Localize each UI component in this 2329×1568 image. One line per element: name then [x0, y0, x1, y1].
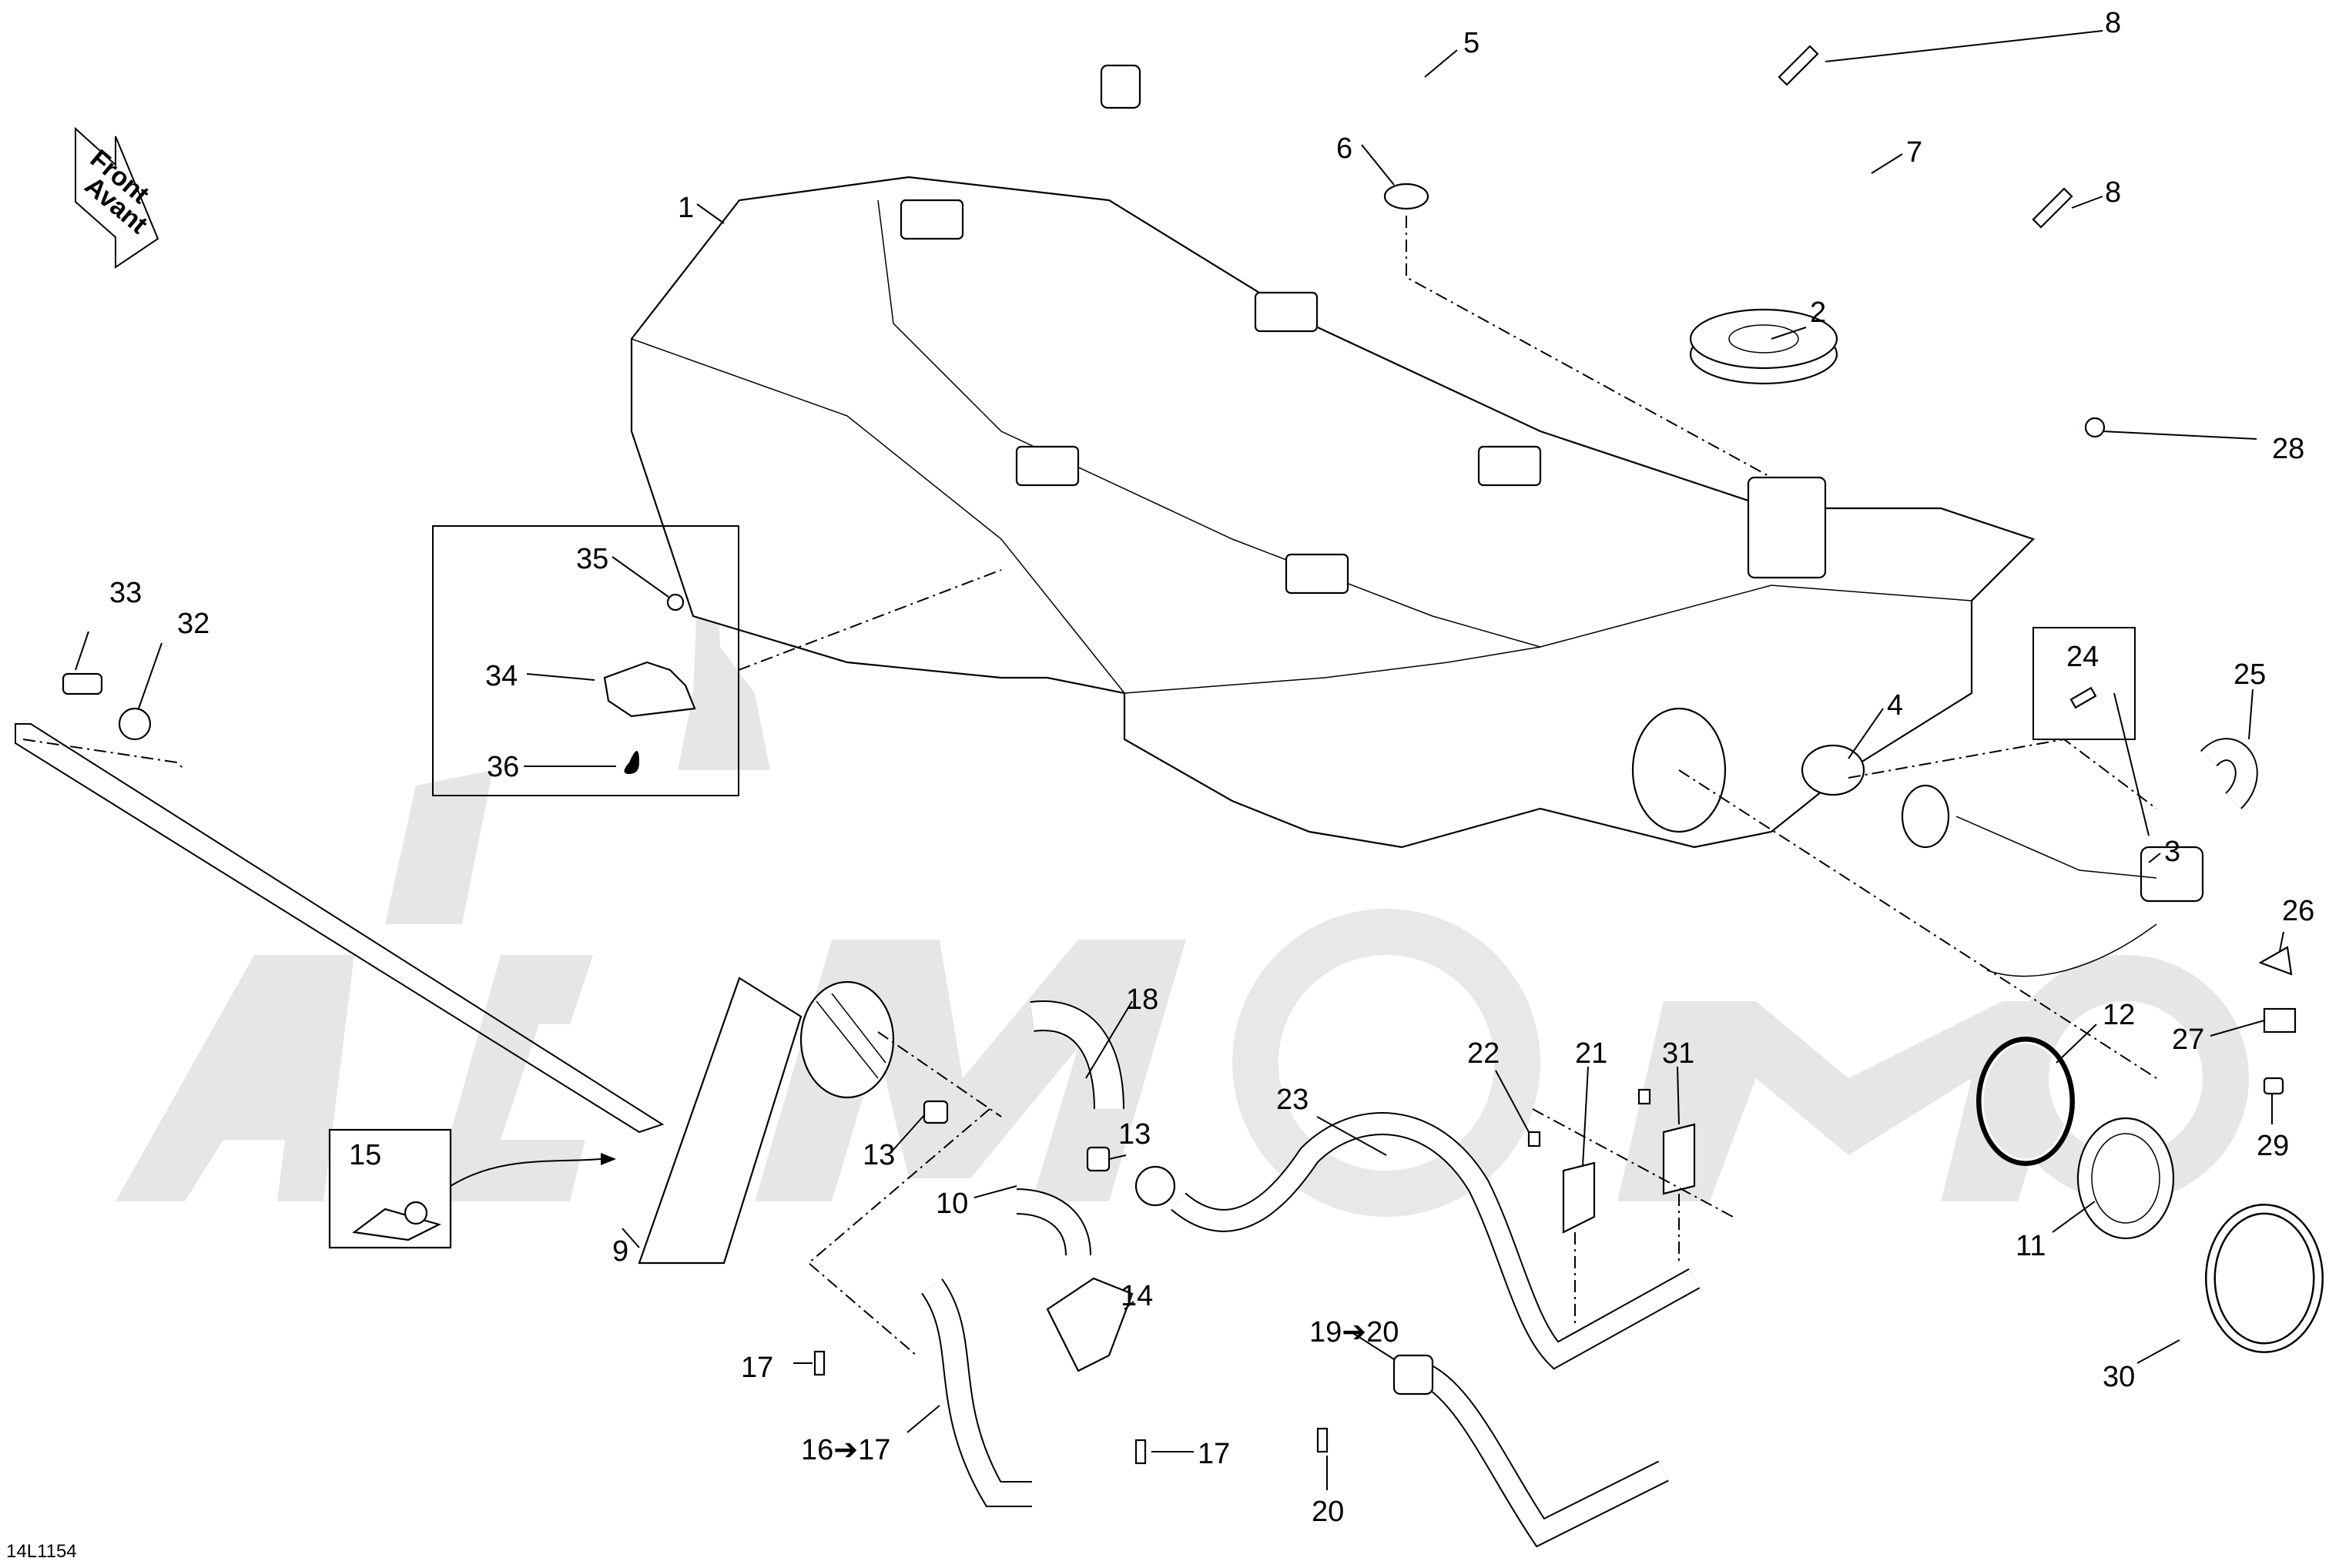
callout-27: 27 — [2172, 1024, 2204, 1056]
callout-30: 30 — [2103, 1361, 2135, 1393]
callout-13-right: 13 — [1118, 1118, 1151, 1151]
callout-2: 2 — [1810, 297, 1826, 329]
callout-14: 14 — [1121, 1280, 1153, 1312]
diagram-reference-code: 14L1154 — [6, 1541, 77, 1562]
callout-16-17: 16➔17 — [801, 1434, 890, 1466]
callout-26: 26 — [2282, 895, 2314, 927]
callout-23: 23 — [1276, 1084, 1309, 1116]
callout-11: 11 — [2016, 1230, 2046, 1262]
callout-17-right: 17 — [1198, 1438, 1230, 1470]
callout-32: 32 — [177, 608, 209, 640]
callout-22: 22 — [1467, 1037, 1500, 1070]
callout-4: 4 — [1887, 689, 1903, 722]
fuel-pump — [328, 977, 895, 1265]
callout-3: 3 — [2164, 836, 2180, 868]
bracket-inset — [432, 525, 1002, 796]
front-direction-arrow: Front Avant — [75, 126, 159, 269]
callout-8-top: 8 — [2105, 7, 2121, 39]
callout-24: 24 — [2066, 641, 2099, 673]
fuel-lines — [807, 1000, 1701, 1548]
callout-5: 5 — [1463, 27, 1480, 59]
callout-13-left: 13 — [863, 1139, 895, 1171]
callout-17-left: 17 — [741, 1352, 773, 1384]
callout-15: 15 — [349, 1139, 381, 1171]
callout-25: 25 — [2233, 658, 2266, 691]
callout-33: 33 — [109, 577, 142, 609]
fuel-cap — [1689, 308, 1838, 385]
callout-8-middle: 8 — [2105, 176, 2121, 209]
callout-12: 12 — [2103, 999, 2135, 1031]
fuel-tank — [630, 176, 2036, 849]
callout-36: 36 — [487, 751, 519, 783]
callout-7: 7 — [1906, 136, 1922, 169]
callout-31: 31 — [1662, 1037, 1694, 1070]
brackets — [1527, 1088, 1734, 1325]
callout-21: 21 — [1575, 1037, 1607, 1070]
callout-9: 9 — [612, 1235, 628, 1268]
callout-34: 34 — [485, 660, 518, 692]
right-side-components — [1678, 627, 2324, 1353]
callout-10: 10 — [936, 1188, 968, 1220]
callout-35: 35 — [576, 543, 608, 575]
filler-neck — [1747, 476, 1827, 579]
callout-18: 18 — [1126, 983, 1158, 1016]
callout-29: 29 — [2257, 1130, 2289, 1162]
callout-20: 20 — [1312, 1496, 1344, 1528]
drain-rod-assembly — [15, 672, 665, 1134]
callout-labels: 1 2 3 4 5 6 7 8 8 9 10 11 12 13 13 14 15… — [6, 7, 2314, 1562]
leader-lines — [75, 30, 2284, 1490]
callout-6: 6 — [1336, 132, 1352, 165]
callout-19-20: 19➔20 — [1309, 1316, 1399, 1349]
callout-28: 28 — [2272, 433, 2304, 465]
vent-hose-assembly — [1100, 45, 2106, 478]
callout-1: 1 — [678, 192, 694, 224]
